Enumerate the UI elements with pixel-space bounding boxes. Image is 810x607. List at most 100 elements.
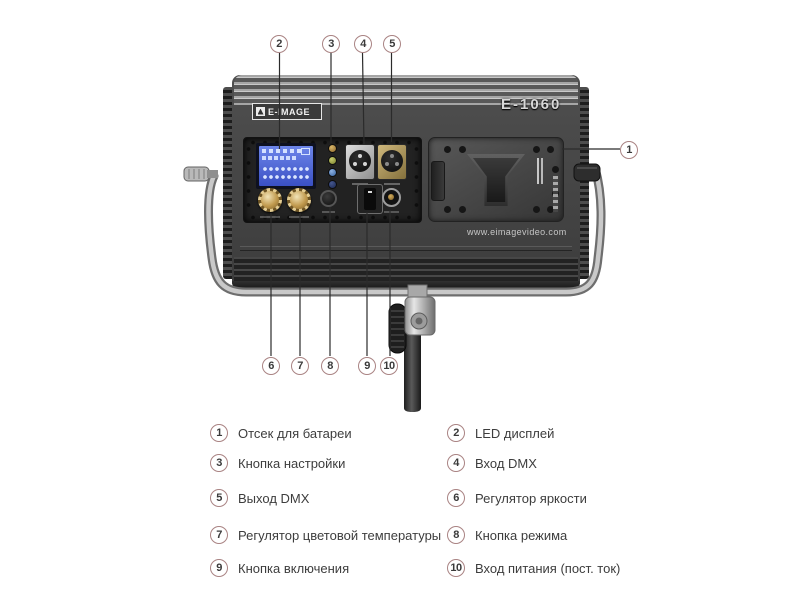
brand-badge: E-IMAGE [252,103,322,120]
legend-item-8: 8 Кнопка режима [447,526,567,544]
website-label: www.eimagevideo.com [467,227,567,237]
model-label: E-1060 [501,96,562,113]
legend-num-2: 2 [447,424,465,442]
dmx-pin [363,162,367,166]
light-fixture-back: E-IMAGE E-1060 www.eimagevideo.com [223,75,589,290]
legend-item-2: 2 LED дисплей [447,424,554,442]
callout-circle-4: 4 [354,35,372,53]
legend-num-7: 7 [210,526,228,544]
callout-circle-9: 9 [358,357,376,375]
legend-item-4: 4 Вход DMX [447,454,537,472]
callout-circle-8: 8 [321,357,339,375]
bottom-edge [232,281,580,290]
setting-button-3 [328,168,337,177]
legend-label-9: Кнопка включения [238,560,350,576]
screw-dots-top [250,140,415,145]
callout-circle-10: 10 [380,357,398,375]
e-image-logo-triangle-icon [256,107,265,116]
knob-engraving [260,216,280,218]
legend-item-1: 1 Отсек для батареи [210,424,352,442]
dmx-in-barrel [349,150,371,172]
legend-num-6: 6 [447,489,465,507]
yoke-bracket-inner [206,165,604,295]
lcd-dot-grid [262,166,310,181]
legend-label-10: Вход питания (пост. ток) [475,560,621,576]
legend-num-3: 3 [210,454,228,472]
stand-pole [404,330,421,412]
mode-engraving [322,211,335,213]
dc-power-input [382,188,401,207]
legend-label-7: Регулятор цветовой температуры [238,527,442,543]
battery-contact-strip [553,176,558,212]
led-display [256,143,316,189]
legend-label-6: Регулятор яркости [475,490,587,506]
legend-label-1: Отсек для батареи [238,425,352,441]
legend-num-10: 10 [447,559,465,577]
legend-item-5: 5 Выход DMX [210,489,309,507]
color-temp-knob [287,188,311,212]
legend-item-10: 10 Вход питания (пост. ток) [447,559,620,577]
yoke-bracket-outer [204,163,606,297]
knob-engraving [289,216,309,218]
screw-dots-left [246,146,251,214]
battery-plate-screws [444,146,451,153]
setting-button-1 [328,144,337,153]
dmx-in-connector [345,144,375,180]
callout-circle-2: 2 [270,35,288,53]
panel-seam-light [240,246,572,247]
heatsink-right [580,87,589,279]
power-rocker [364,188,376,210]
dmx-out-barrel [381,150,403,172]
brand-label: E-IMAGE [268,106,311,117]
setting-button-2 [328,156,337,165]
control-panel [243,137,422,223]
legend-item-3: 3 Кнопка настройки [210,454,345,472]
callout-circle-6: 6 [262,357,280,375]
legend-item-7: 7 Регулятор цветовой температуры [210,526,441,544]
heatsink-left [223,87,232,279]
panel-seam-dark [240,250,572,251]
setting-button-4 [328,180,337,189]
legend-num-8: 8 [447,526,465,544]
lcd-screen [259,146,313,186]
dmx-pin [358,154,362,158]
legend-num-1: 1 [210,424,228,442]
battery-label-strip [537,158,543,184]
legend-label-8: Кнопка режима [475,527,568,543]
battery-release-latch [431,161,445,201]
tilt-knob-stem [207,170,218,178]
dmx-out-engraving [384,183,400,185]
dmx-pin [395,162,399,166]
legend-num-5: 5 [210,489,228,507]
lcd-text-line-2 [262,156,296,160]
legend-label-5: Выход DMX [238,490,310,506]
dmx-pin [390,154,394,158]
callout-leader-lines [270,52,620,356]
leader-4 [361,52,365,146]
battery-compartment [428,137,564,222]
dmx-out-connector [377,144,407,180]
bottom-heatsink-fins [234,257,578,283]
lcd-battery-icon [301,148,310,155]
legend-label-4: Вход DMX [475,455,537,471]
screw-dots-bottom [250,215,415,220]
callout-circle-1: 1 [620,141,638,159]
tilt-knob-left [183,166,210,182]
legend-label-3: Кнопка настройки [238,455,346,471]
callout-circle-5: 5 [383,35,401,53]
dmx-pin [353,162,357,166]
tilt-knob-right [573,163,601,182]
screw-dots-right [414,146,419,214]
mode-button [320,190,337,207]
legend-item-6: 6 Регулятор яркости [447,489,587,507]
callout-circle-3: 3 [322,35,340,53]
dc-engraving [384,211,399,213]
lcd-text-line-1 [262,149,302,153]
legend-num-9: 9 [210,559,228,577]
legend-num-4: 4 [447,454,465,472]
legend-label-2: LED дисплей [475,425,555,441]
legend-item-9: 9 Кнопка включения [210,559,349,577]
top-heatsink-fins [234,75,578,105]
